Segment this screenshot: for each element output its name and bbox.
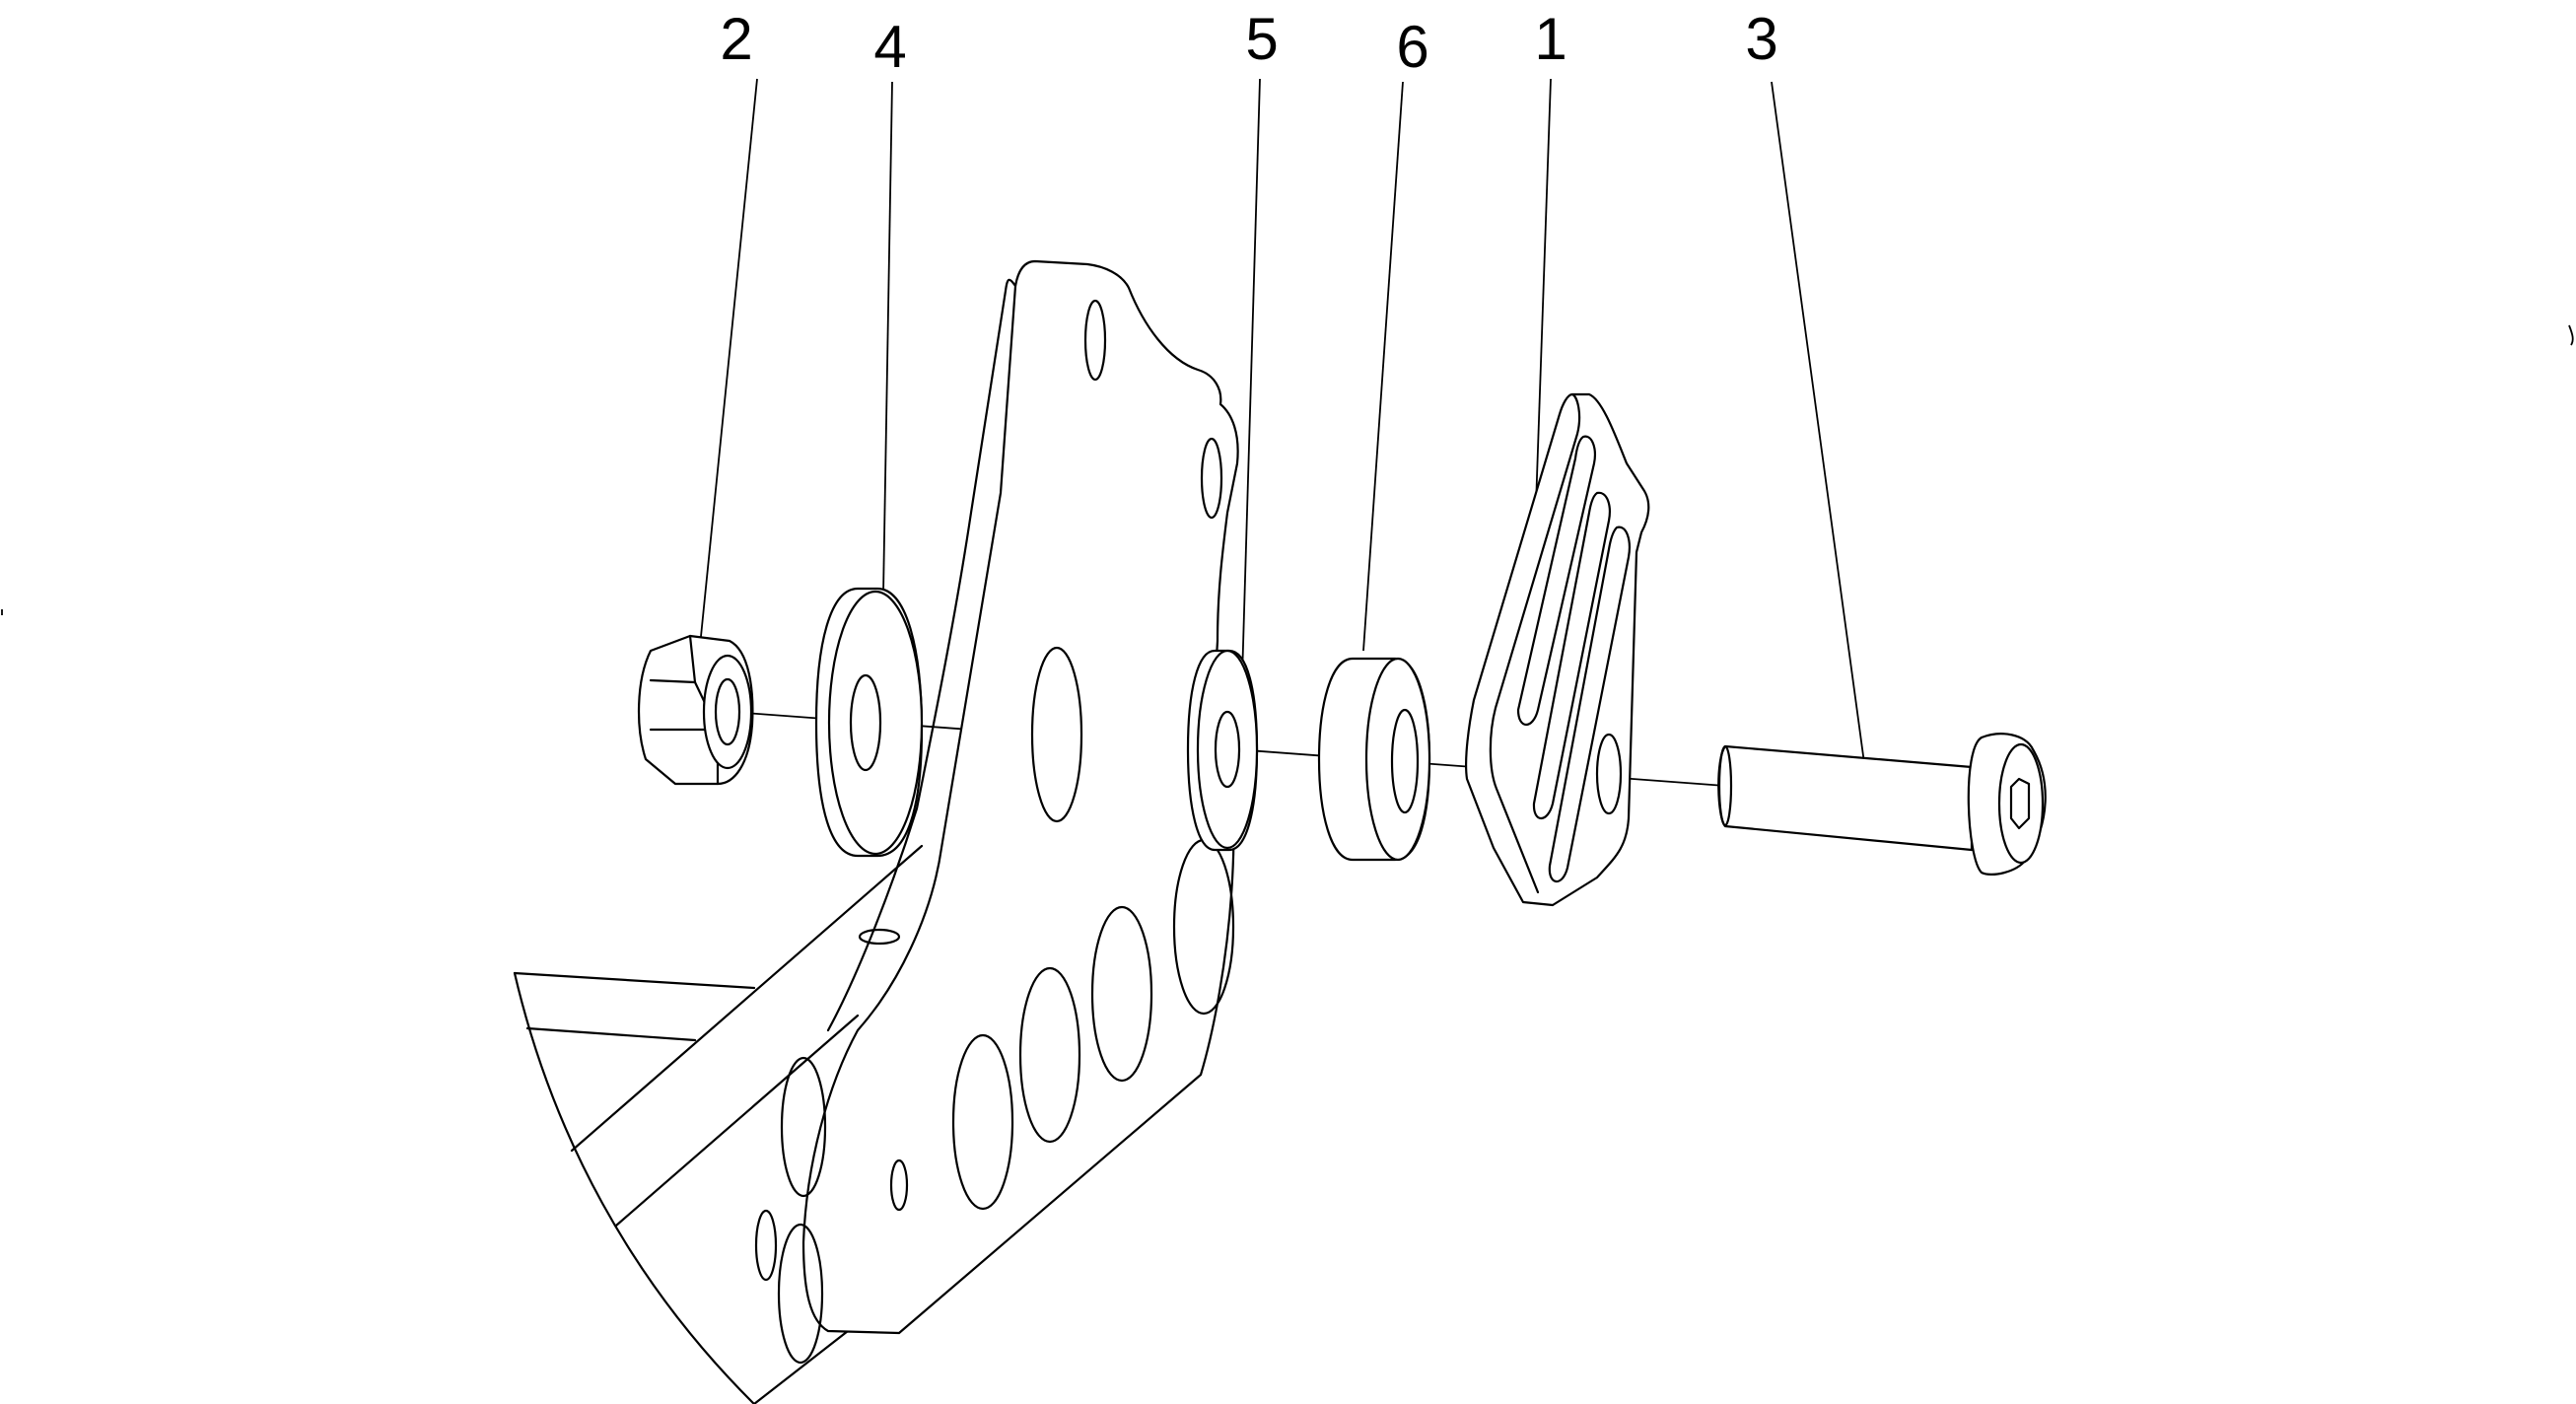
bolt-shank-end bbox=[1717, 744, 1733, 827]
spacer-face bbox=[1364, 657, 1431, 862]
frame-tube-end bbox=[752, 1329, 850, 1404]
leader-line-3 bbox=[1771, 81, 1871, 807]
bracket-plate bbox=[754, 259, 1239, 1365]
callout-4: 4 bbox=[873, 14, 906, 80]
callout-1: 1 bbox=[1534, 6, 1566, 72]
callout-5: 5 bbox=[1245, 6, 1278, 72]
slotted-plate-outline bbox=[1464, 392, 1650, 907]
part-4-washer bbox=[814, 587, 924, 858]
frame-tube-line-a bbox=[513, 971, 756, 990]
leader-line-1 bbox=[1535, 78, 1552, 507]
part-5-washer bbox=[1186, 649, 1259, 852]
part-1-slotted-plate bbox=[1464, 392, 1650, 907]
spacer-bore bbox=[1390, 708, 1420, 814]
bracket-slot bbox=[858, 928, 901, 946]
bracket-lug-lower bbox=[777, 1223, 824, 1365]
hex-nut-flat-1 bbox=[688, 634, 697, 684]
slotted-plate-hole bbox=[1595, 733, 1623, 815]
bracket-hole-small-bottom bbox=[889, 1158, 909, 1212]
part-6-spacer bbox=[1317, 657, 1431, 862]
washer-5-face bbox=[1196, 649, 1259, 850]
slot-1 bbox=[1516, 435, 1596, 727]
bracket-hole-upper bbox=[1200, 437, 1223, 520]
bolt-shank bbox=[1717, 744, 1974, 852]
leader-line-2 bbox=[694, 78, 758, 696]
bracket-plate-edge bbox=[826, 278, 1017, 1032]
washer-5-bore bbox=[1214, 710, 1241, 789]
frame-tube-line-d bbox=[614, 1014, 860, 1228]
part-3-bolt bbox=[1717, 733, 2047, 877]
washer-4-bore bbox=[849, 673, 882, 772]
edge-mark-right bbox=[2568, 324, 2574, 346]
leader-line-5 bbox=[1241, 78, 1261, 679]
bolt-hex-socket bbox=[2009, 777, 2031, 830]
bracket-hole-row-3 bbox=[1018, 966, 1081, 1144]
hex-nut-flat-2 bbox=[649, 678, 697, 684]
bracket-lug-upper bbox=[780, 1056, 827, 1198]
slot-3 bbox=[1548, 526, 1631, 883]
slot-2 bbox=[1532, 491, 1611, 820]
hex-nut-bore bbox=[714, 677, 741, 746]
bracket-hole-row-4 bbox=[951, 1033, 1014, 1211]
part-2-hex-nut bbox=[637, 634, 754, 786]
washer-4-face bbox=[827, 590, 924, 856]
callout-3: 3 bbox=[1745, 6, 1777, 72]
bracket-hole-main bbox=[1030, 646, 1083, 823]
frame-tube-line-c bbox=[570, 844, 924, 1153]
bracket-hole-top-small bbox=[1083, 299, 1107, 382]
leader-line-6 bbox=[1362, 81, 1404, 652]
frame-tube-line-b bbox=[525, 1026, 697, 1042]
bracket-hole-row-2 bbox=[1090, 905, 1153, 1083]
callout-2: 2 bbox=[720, 6, 752, 72]
hex-nut-face bbox=[702, 654, 753, 770]
bolt-head-face bbox=[1997, 742, 2045, 865]
leader-line-4 bbox=[881, 81, 893, 652]
callout-6: 6 bbox=[1396, 14, 1428, 80]
leader-lines bbox=[694, 78, 1871, 807]
frame-tubes bbox=[513, 844, 924, 1404]
slotted-plate-edge bbox=[1489, 392, 1581, 894]
frame-outer-curve bbox=[513, 971, 756, 1404]
bracket-lug-small bbox=[754, 1209, 778, 1282]
